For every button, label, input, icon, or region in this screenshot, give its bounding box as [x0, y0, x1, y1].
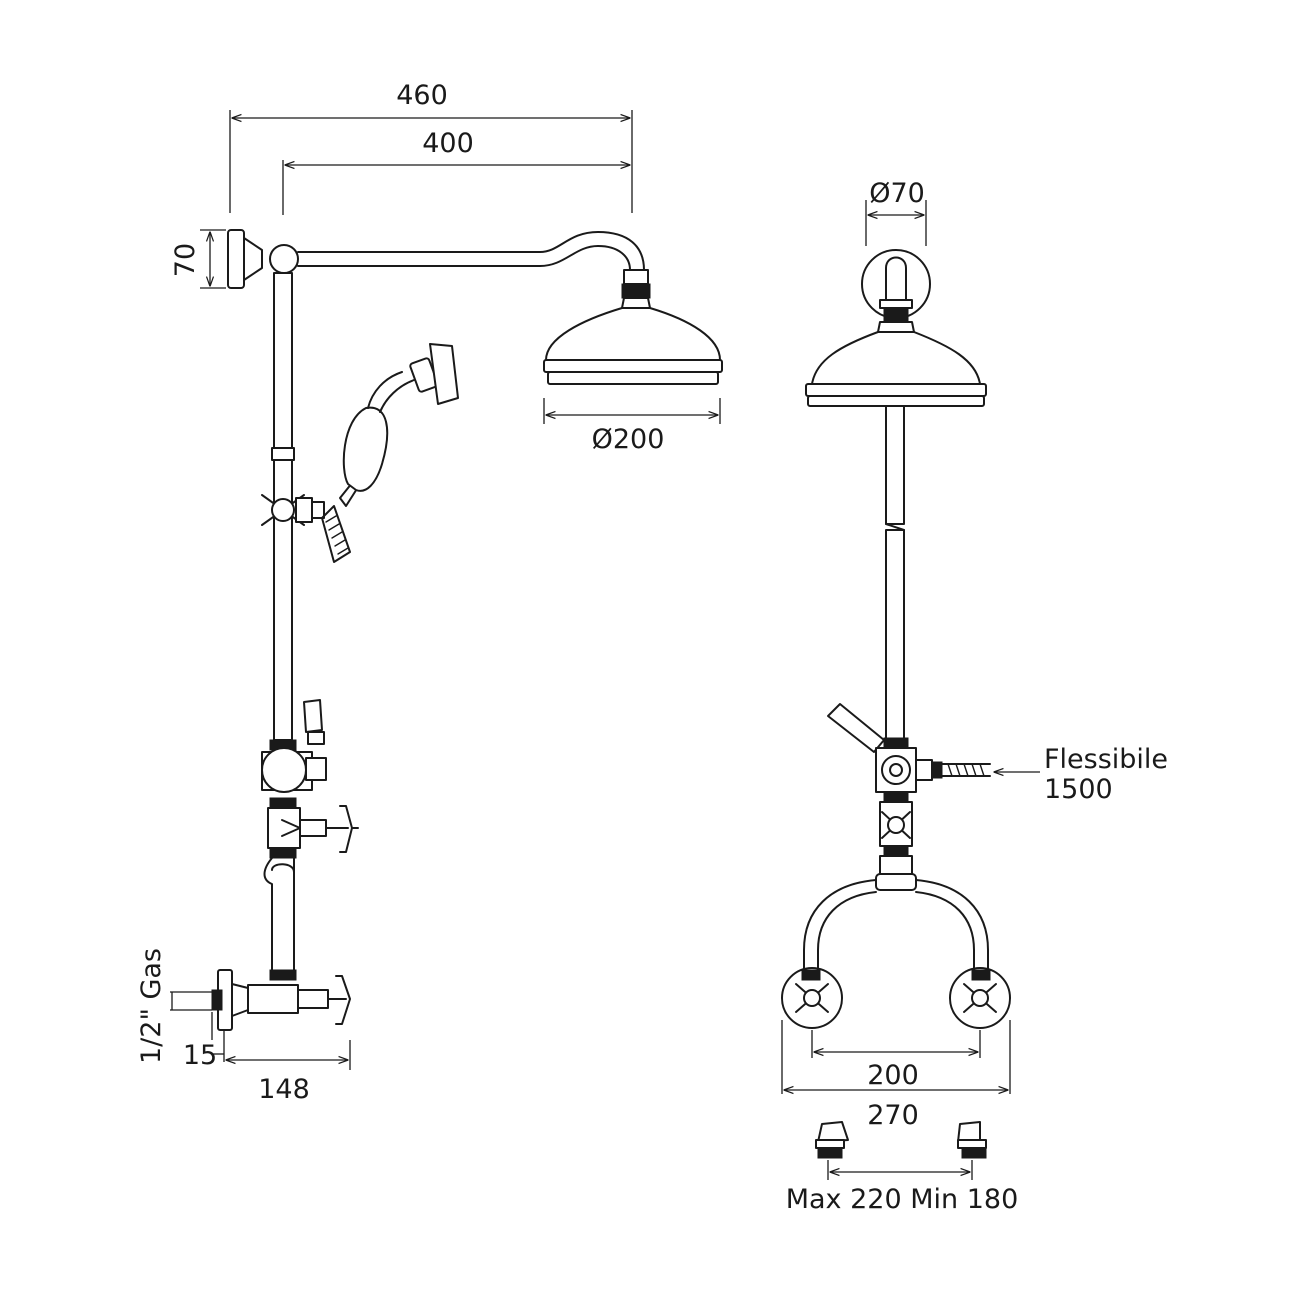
dim-460-label: 460	[396, 80, 448, 111]
dim-148-label: 148	[258, 1074, 310, 1105]
dim-range-label: Max 220 Min 180	[786, 1184, 1019, 1215]
front-view	[781, 200, 1040, 1180]
hose-length-label: 1500	[1044, 774, 1113, 805]
dim-dia200-label: Ø200	[592, 424, 665, 455]
hose-name-label: Flessibile	[1044, 744, 1168, 775]
dim-15-label: 15	[183, 1040, 217, 1071]
dim-200-label: 200	[867, 1060, 919, 1091]
dim-gas-label: 1/2" Gas	[136, 948, 167, 1064]
side-view	[170, 110, 723, 1070]
dim-dia70-label: Ø70	[869, 178, 925, 209]
dim-400-label: 400	[422, 128, 474, 159]
dim-270-label: 270	[867, 1100, 919, 1131]
dim-70-label: 70	[170, 243, 201, 277]
